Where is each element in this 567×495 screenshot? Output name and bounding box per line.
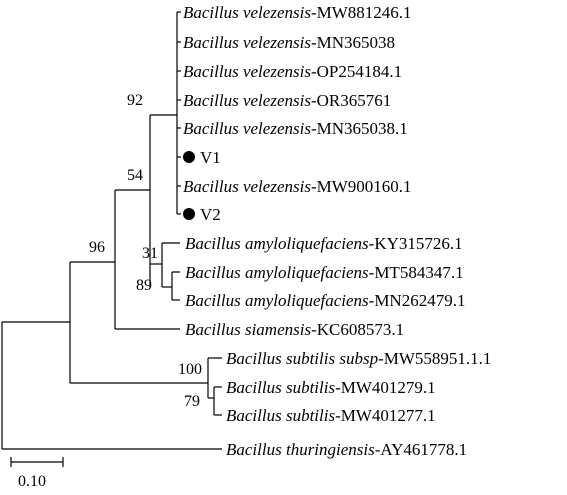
leaf-label-l12: Bacillus siamensis-KC608573.1 (185, 320, 404, 339)
tree-branches (1, 11, 222, 450)
leaf-accession: V2 (200, 205, 221, 224)
leaf-label-l2: Bacillus velezensis-MN365038 (183, 33, 395, 52)
leaf-accession: -OP254184.1 (311, 62, 402, 81)
leaf-accession: -MW401277.1 (335, 406, 436, 425)
leaf-label-l4: Bacillus velezensis-OR365761 (183, 91, 391, 110)
leaf-label-l9: Bacillus amyloliquefaciens-KY315726.1 (185, 234, 463, 253)
sample-marker-icon (183, 208, 195, 220)
leaf-label-l15: Bacillus subtilis-MW401277.1 (226, 406, 436, 425)
leaf-species: Bacillus velezensis (183, 119, 311, 138)
bootstrap-b92: 92 (127, 92, 143, 109)
bootstrap-b100: 100 (178, 361, 202, 378)
leaf-label-l16: Bacillus thuringiensis-AY461778.1 (226, 440, 467, 459)
leaf-species: Bacillus amyloliquefaciens (185, 263, 369, 282)
leaf-label-l13: Bacillus subtilis subsp-MW558951.1.1 (226, 349, 491, 368)
leaf-accession: -MT584347.1 (369, 263, 464, 282)
leaf-label-l8: V2 (200, 205, 221, 224)
bootstrap-b79: 79 (184, 393, 200, 410)
scale-bar-label: 0.10 (18, 473, 46, 490)
leaf-accession: -KY315726.1 (369, 234, 463, 253)
leaf-accession: -MW900160.1 (311, 177, 412, 196)
leaf-accession: -MW558951.1.1 (378, 349, 491, 368)
leaf-label-l11: Bacillus amyloliquefaciens-MN262479.1 (185, 291, 465, 310)
bootstrap-b96: 96 (89, 239, 105, 256)
leaf-species: Bacillus siamensis (185, 320, 311, 339)
leaf-species: Bacillus subtilis subsp (226, 349, 378, 368)
leaf-accession: -AY461778.1 (375, 440, 467, 459)
scale-bar: 0.10 (10, 457, 64, 490)
leaf-label-l10: Bacillus amyloliquefaciens-MT584347.1 (185, 263, 464, 282)
leaf-species: Bacillus amyloliquefaciens (185, 291, 369, 310)
leaf-species: Bacillus velezensis (183, 177, 311, 196)
leaf-species: Bacillus subtilis (226, 378, 335, 397)
leaf-accession: -MN365038 (311, 33, 395, 52)
leaf-accession: V1 (200, 148, 221, 167)
bootstrap-b54: 54 (127, 167, 143, 184)
leaf-label-l7: Bacillus velezensis-MW900160.1 (183, 177, 412, 196)
leaf-species: Bacillus subtilis (226, 406, 335, 425)
leaf-accession: -KC608573.1 (311, 320, 404, 339)
bootstrap-b89: 89 (136, 277, 152, 294)
leaf-species: Bacillus velezensis (183, 33, 311, 52)
sample-marker-icon (183, 151, 195, 163)
leaf-label-l5: Bacillus velezensis-MN365038.1 (183, 119, 408, 138)
leaf-accession: -MN262479.1 (369, 291, 466, 310)
leaf-accession: -MW401279.1 (335, 378, 436, 397)
leaf-label-l3: Bacillus velezensis-OP254184.1 (183, 62, 402, 81)
leaf-accession: -MN365038.1 (311, 119, 408, 138)
leaf-accession: -MW881246.1 (311, 3, 412, 22)
leaf-species: Bacillus amyloliquefaciens (185, 234, 369, 253)
leaf-species: Bacillus velezensis (183, 62, 311, 81)
leaf-label-l6: V1 (200, 148, 221, 167)
bootstrap-values: 92 54 96 31 89 100 79 (89, 92, 202, 410)
bootstrap-b31: 31 (142, 245, 158, 262)
leaf-label-l1: Bacillus velezensis-MW881246.1 (183, 3, 412, 22)
leaf-species: Bacillus velezensis (183, 91, 311, 110)
leaf-species: Bacillus thuringiensis (226, 440, 375, 459)
leaf-label-l14: Bacillus subtilis-MW401279.1 (226, 378, 436, 397)
leaf-species: Bacillus velezensis (183, 3, 311, 22)
leaf-accession: -OR365761 (311, 91, 391, 110)
